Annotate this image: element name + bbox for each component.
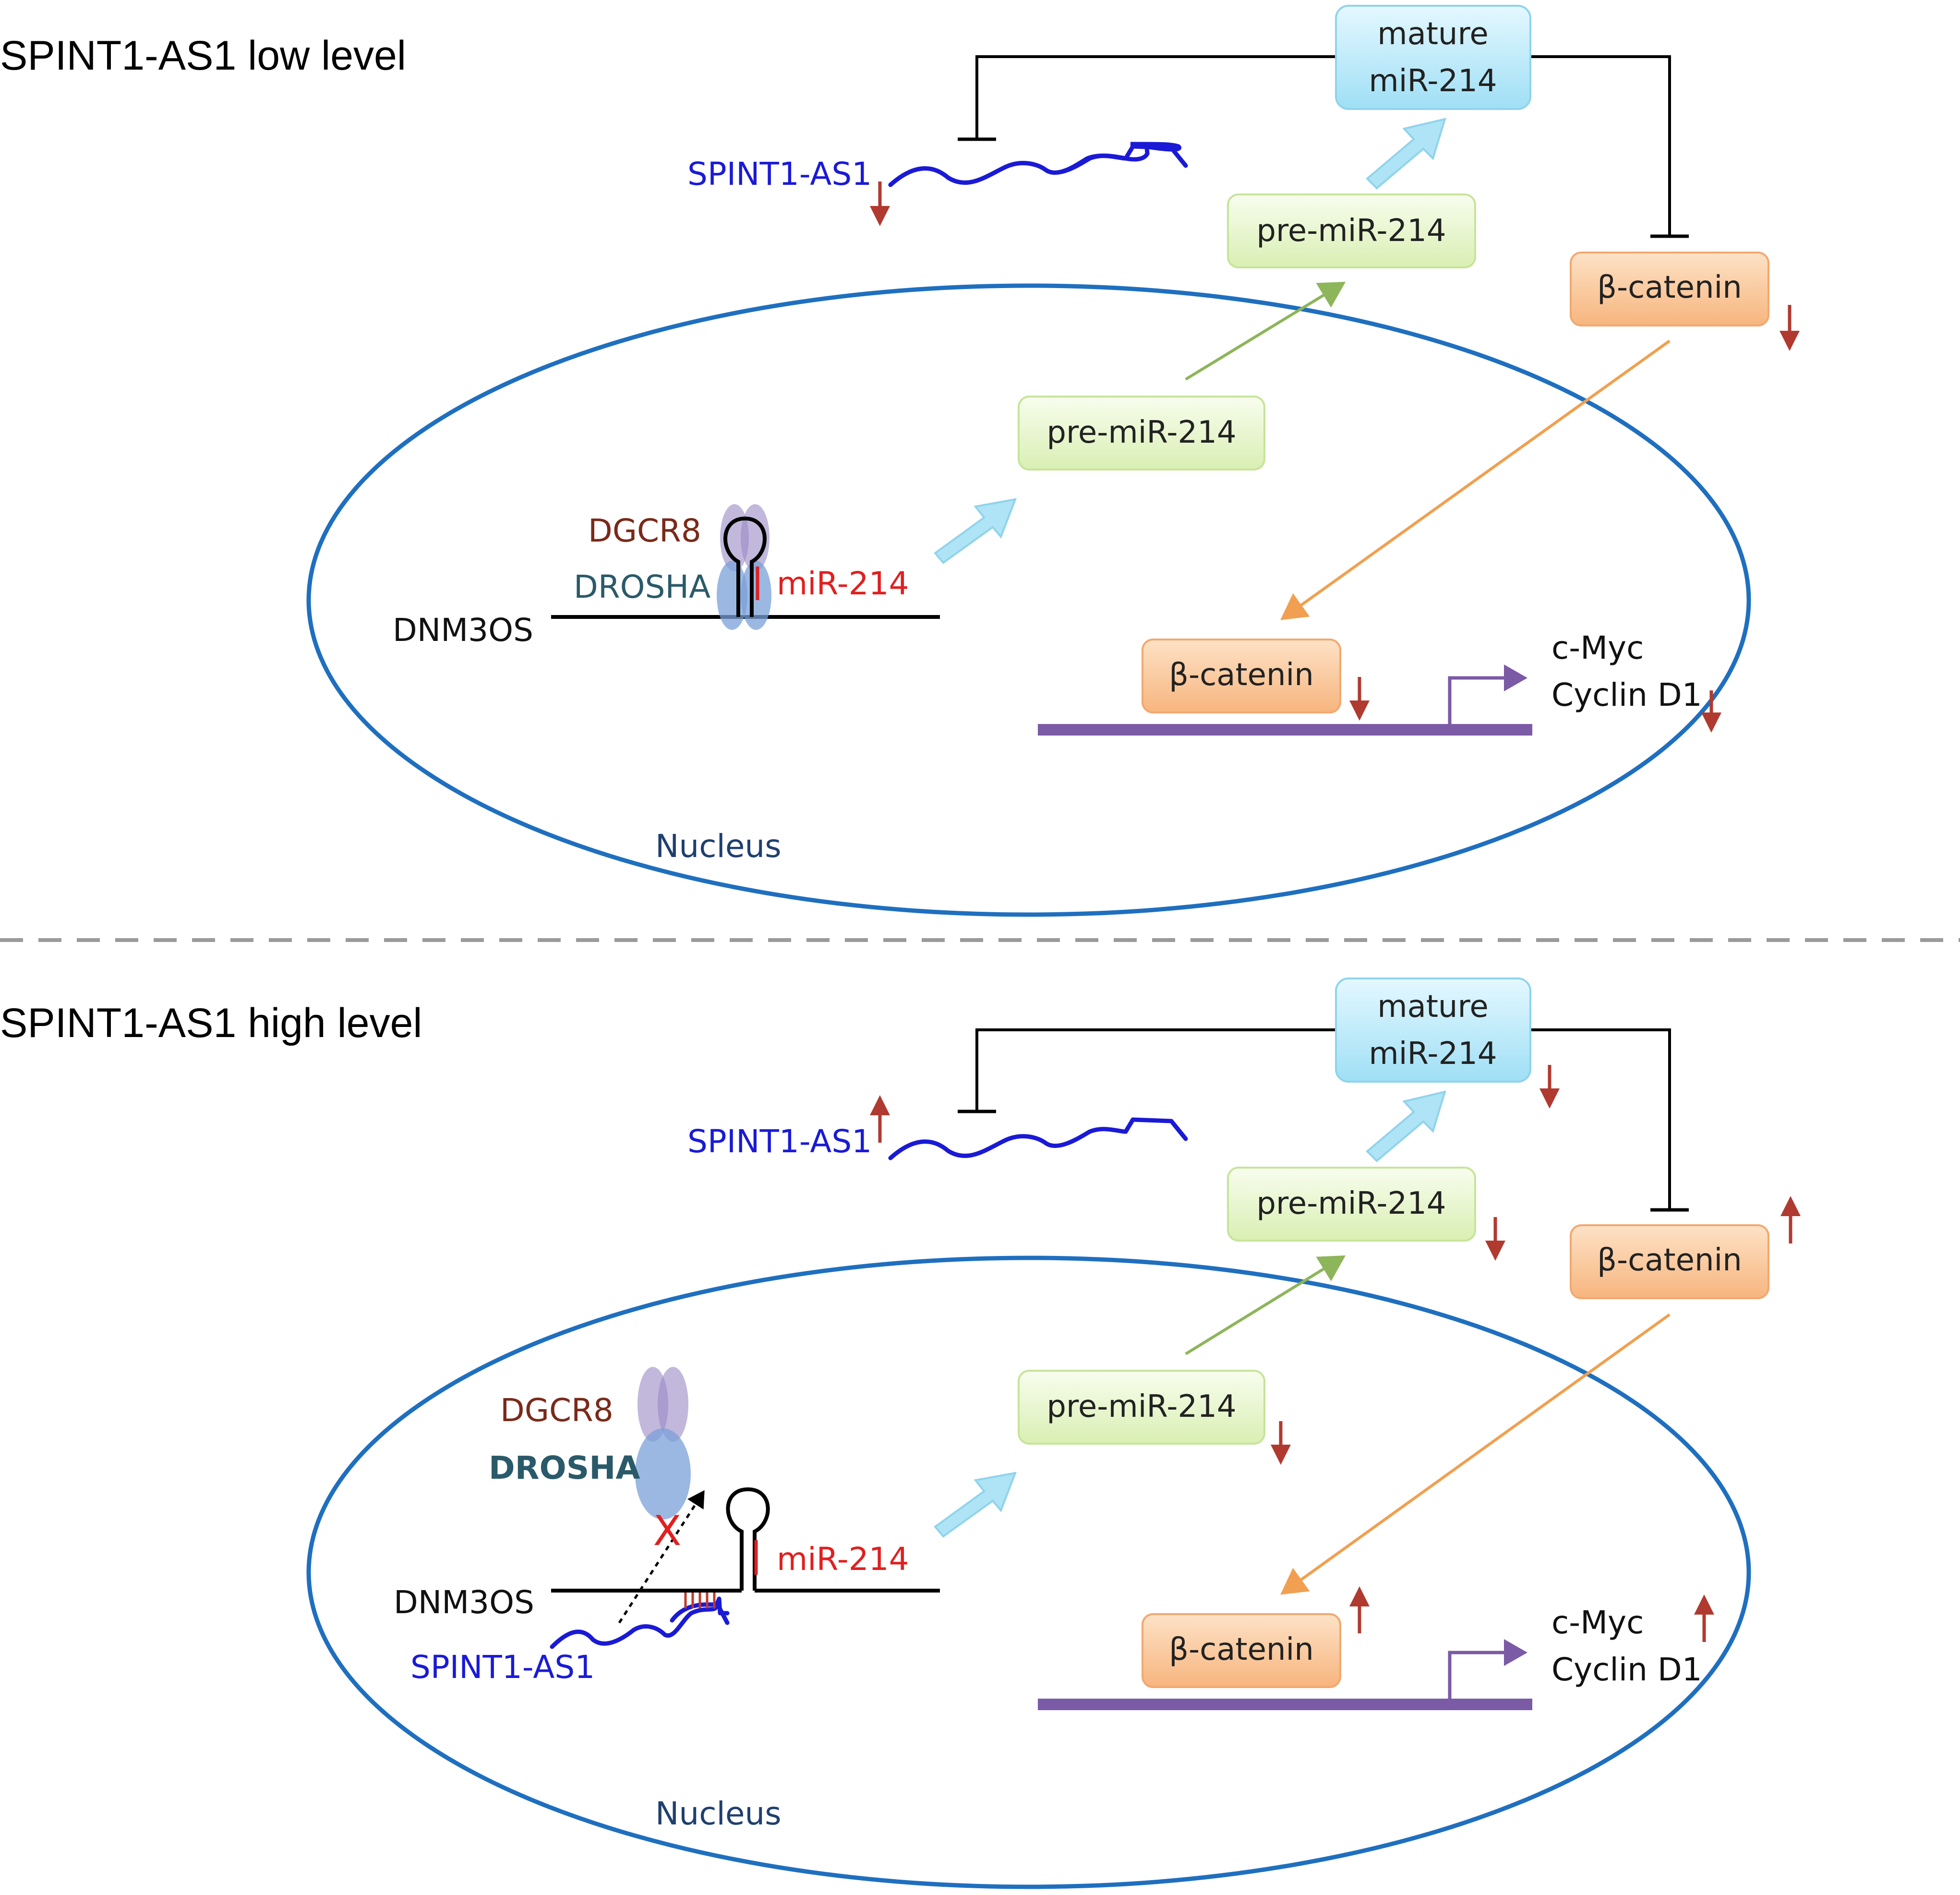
- inhibit-line-spint: [975, 1028, 1336, 1111]
- drosha-label: DROSHA: [489, 1449, 640, 1486]
- mature-mir214-box: [1335, 5, 1531, 110]
- processing-arrow: [934, 1472, 1017, 1538]
- spint1-as1-label: SPINT1-AS1: [687, 1123, 872, 1160]
- spint1-as1-rna-trace: [888, 144, 1188, 187]
- cyclin-d1-label: Cyclin D1: [1551, 676, 1702, 713]
- mir214-hairpin: [726, 1487, 770, 1591]
- processing-arrow: [934, 498, 1017, 564]
- block-x-mark: X: [653, 1507, 682, 1555]
- nucleus-ellipse: [306, 1255, 1751, 1889]
- bcat-cyto-label: β-catenin: [1597, 1243, 1742, 1278]
- import-arrow-orange: [1280, 339, 1671, 620]
- spint1-as1-nuc-label: SPINT1-AS1: [410, 1649, 595, 1686]
- mir214-hairpin: [723, 516, 767, 617]
- pre-mir214-nuc-label: pre-miR-214: [1046, 415, 1236, 450]
- nucleus-label: Nucleus: [655, 1795, 782, 1832]
- bcat-nuc-box: [1142, 639, 1341, 713]
- dnm3os-label: DNM3OS: [394, 1584, 534, 1621]
- panel-title: SPINT1-AS1 high level: [0, 1000, 422, 1046]
- promoter-arrow: [1448, 1639, 1527, 1700]
- promoter-arrow: [1448, 664, 1527, 725]
- mir214-label: miR-214: [777, 565, 909, 602]
- inhibit-line-bcat: [1530, 55, 1671, 236]
- dgcr8-protein-right: [658, 1367, 688, 1442]
- spint1-as1-nuc-rna: [550, 1596, 730, 1649]
- nucleus-label: Nucleus: [655, 828, 782, 865]
- pre-mir214-nuc-box: [1018, 1370, 1265, 1445]
- bcat-nuc-label: β-catenin: [1169, 657, 1314, 693]
- pre-mir214-cyto-box: [1227, 1167, 1476, 1242]
- mature-label-line1: mature: [1377, 16, 1489, 52]
- base-pairing-marks: [684, 1593, 716, 1608]
- export-arrow-mature: [1366, 118, 1446, 190]
- bcat-cyto-box: [1570, 252, 1769, 326]
- blocked-binding-arrow: [618, 1490, 705, 1624]
- pre-mir214-cyto-label: pre-miR-214: [1256, 213, 1446, 249]
- drosha-protein: [635, 1428, 691, 1520]
- dgcr8-protein-left: [720, 504, 749, 571]
- drosha-label: DROSHA: [574, 568, 710, 605]
- dgcr8-label: DGCR8: [588, 512, 701, 549]
- inhibit-line-spint: [975, 55, 1336, 139]
- pre-mir214-nuc-box: [1018, 396, 1265, 471]
- pre-mir214-cyto-label: pre-miR-214: [1256, 1186, 1446, 1221]
- bcat-nuc-label: β-catenin: [1169, 1632, 1314, 1667]
- bcat-cyto-label: β-catenin: [1597, 270, 1742, 305]
- pre-mir214-cyto-box: [1227, 193, 1476, 268]
- mir214-label: miR-214: [777, 1541, 909, 1578]
- mature-mir214-box: [1335, 978, 1531, 1083]
- panel-low-level: SPINT1-AS1 low level Nucleus mature miR-…: [0, 5, 1800, 917]
- import-arrow-orange: [1280, 1313, 1671, 1595]
- spint1-as1-label: SPINT1-AS1: [687, 156, 872, 193]
- export-arrow-mature: [1366, 1090, 1446, 1162]
- cmyc-label: c-Myc: [1551, 1604, 1644, 1641]
- dgcr8-label: DGCR8: [500, 1392, 613, 1429]
- nucleus-ellipse: [306, 283, 1751, 917]
- dnm3os-label: DNM3OS: [393, 612, 533, 649]
- pre-mir214-nuc-label: pre-miR-214: [1046, 1389, 1236, 1424]
- panel-high-level: SPINT1-AS1 high level Nucleus mature miR…: [0, 978, 1801, 1889]
- cmyc-label: c-Myc: [1551, 629, 1644, 666]
- panel-title: SPINT1-AS1 low level: [0, 33, 406, 79]
- mature-label-line1: mature: [1377, 989, 1489, 1025]
- bcat-cyto-box: [1570, 1224, 1769, 1299]
- export-arrow-green: [1185, 1255, 1346, 1355]
- bcat-nuc-box: [1142, 1613, 1341, 1688]
- export-arrow-green: [1185, 281, 1346, 381]
- mature-label-line2: miR-214: [1369, 1036, 1497, 1072]
- dgcr8-protein-right: [741, 504, 770, 571]
- spint1-as1-rna: [888, 1117, 1188, 1160]
- inhibit-line-bcat: [1530, 1028, 1671, 1210]
- mature-label-line2: miR-214: [1369, 63, 1497, 99]
- cyclin-d1-label: Cyclin D1: [1551, 1651, 1702, 1688]
